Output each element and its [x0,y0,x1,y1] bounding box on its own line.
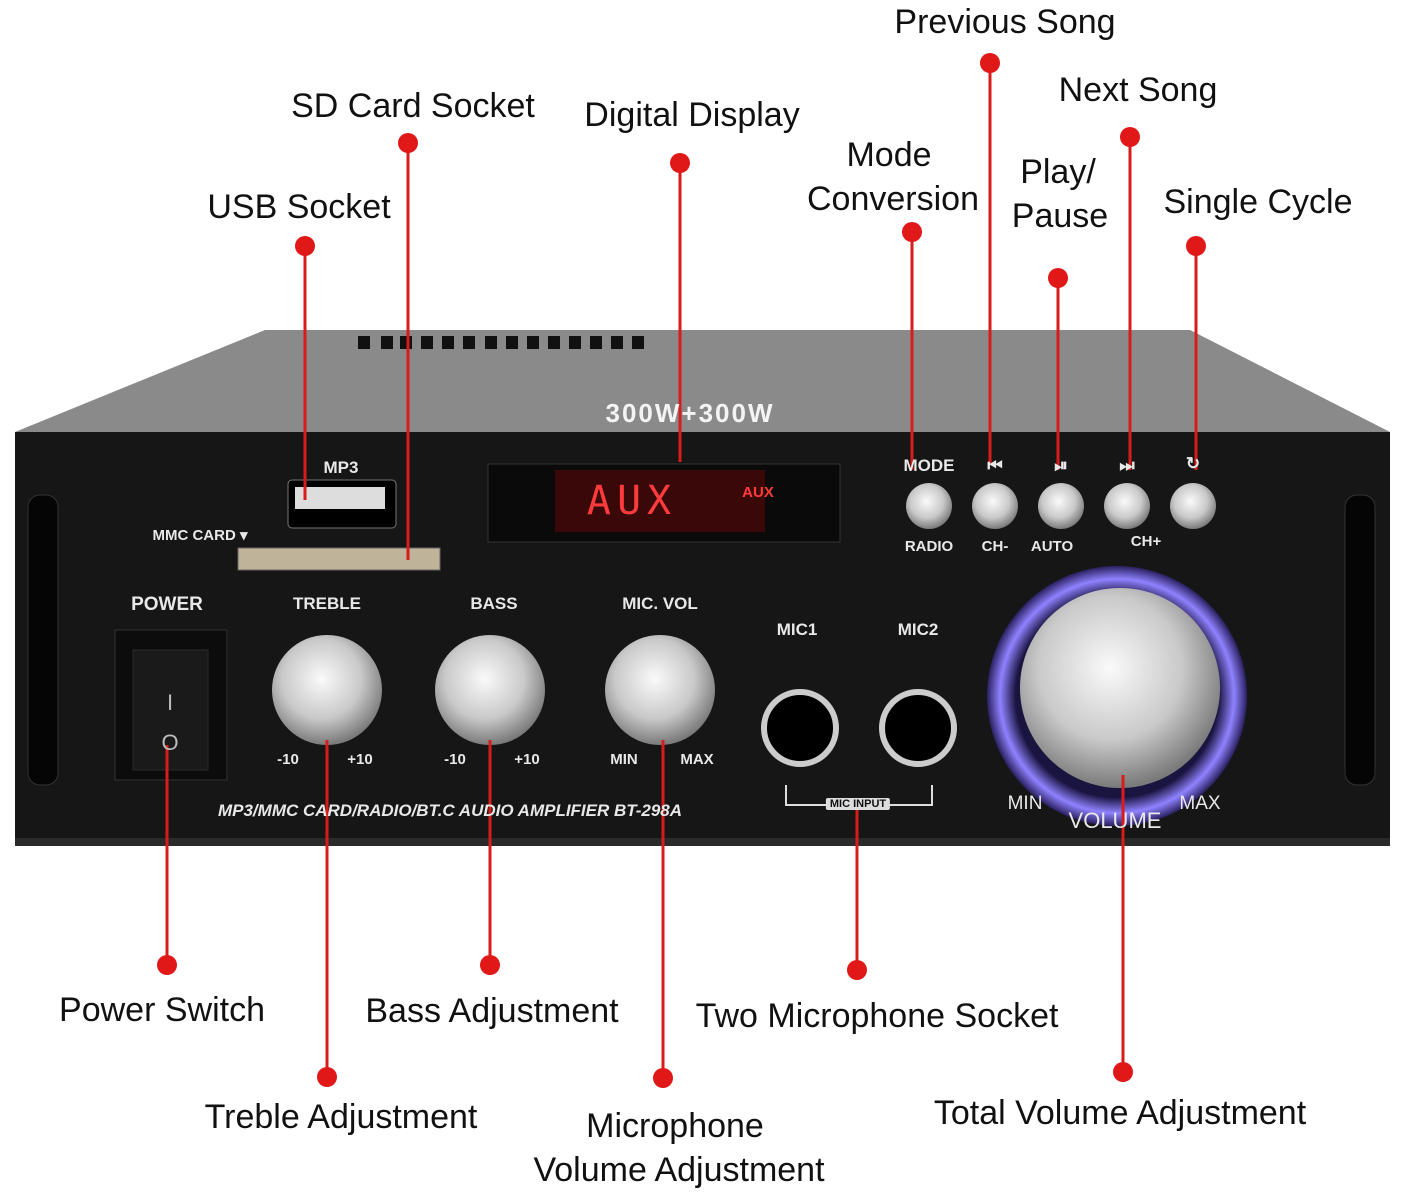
model-text: MP3/MMC CARD/RADIO/BT.C AUDIO AMPLIFIER … [217,801,683,820]
treble-knob [272,635,382,745]
mode-button [906,483,952,529]
callout-usb-socket: USB Socket [207,188,391,226]
mic1-socket [761,689,839,767]
mic2-label: MIC2 [897,620,939,639]
next-button [1104,483,1150,529]
volume-label: VOLUME [1068,808,1162,833]
volume-max: MAX [1179,793,1221,814]
callout-mode-conversion-2: Conversion [807,180,979,218]
mic-input-label: MIC INPUT [825,798,891,810]
previous-button [972,483,1018,529]
display-text: AUX [586,478,678,524]
mic-vol-min: MIN [610,751,638,768]
callout-total-volume-adjustment: Total Volume Adjustment [933,1094,1307,1132]
right-handle [1344,494,1376,786]
treble-min: -10 [277,751,299,768]
play-pause-icon: ⏯ [1054,456,1068,475]
bass-knob [435,635,545,745]
auto-label: AUTO [1030,538,1074,555]
volume-knob [1020,588,1220,788]
callout-dots [157,53,1206,1088]
mode-label: MODE [903,456,955,475]
previous-icon: ⏮ [987,456,1003,475]
treble-max: +10 [347,751,373,768]
mmc-card-label: MMC CARD ▾ [152,527,248,544]
power-off-mark: O [161,730,179,755]
callout-mode-conversion-1: Mode [846,136,932,174]
callout-previous-song: Previous Song [894,3,1116,41]
callout-bass-adjustment: Bass Adjustment [365,992,619,1030]
radio-label: RADIO [904,538,954,555]
callout-play-pause-2: Pause [1011,197,1109,235]
usb-label: MP3 [323,458,359,477]
callout-sd-card-socket: SD Card Socket [291,87,535,125]
callout-play-pause-1: Play/ [1020,153,1096,191]
callout-mic-volume-2: Volume Adjustment [533,1151,825,1189]
device-top [15,330,1390,432]
mic-vol-label: MIC. VOL [622,594,698,613]
power-on-mark: I [166,690,174,715]
play-pause-button [1038,483,1084,529]
callout-lines [165,63,1198,1078]
mic1-label: MIC1 [776,620,818,639]
callout-two-microphone-socket: Two Microphone Socket [695,997,1059,1035]
next-icon: ⏭ [1119,456,1135,475]
callout-digital-display: Digital Display [584,96,800,134]
display-badge: AUX [742,484,774,501]
bass-max: +10 [514,751,540,768]
bass-label: BASS [470,594,518,613]
bass-min: -10 [444,751,466,768]
power-rating: 300W+300W [605,398,775,428]
vent-slots [358,336,644,349]
mic-vol-knob [605,635,715,745]
callout-treble-adjustment: Treble Adjustment [204,1098,478,1136]
ch-plus-label: CH+ [1130,533,1162,550]
callout-mic-volume-1: Microphone [586,1107,764,1145]
callout-next-song: Next Song [1058,71,1218,109]
volume-min: MIN [1007,793,1043,814]
callout-single-cycle: Single Cycle [1163,183,1353,221]
mic-vol-max: MAX [680,751,714,768]
treble-label: TREBLE [293,594,361,613]
ch-minus-label: CH- [981,538,1009,555]
mic2-socket [879,689,957,767]
single-cycle-button [1170,483,1216,529]
callout-power-switch: Power Switch [59,991,265,1029]
left-handle [27,494,59,786]
sd-card-socket [237,547,441,571]
power-label: POWER [131,594,203,615]
repeat-icon: ↻ [1185,454,1201,473]
